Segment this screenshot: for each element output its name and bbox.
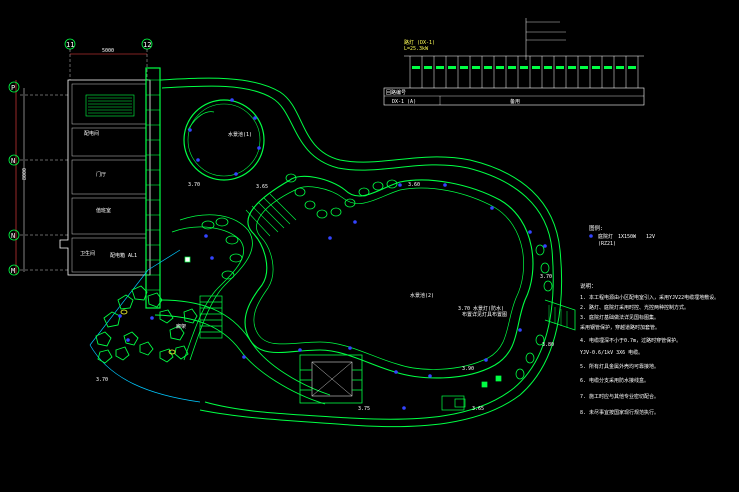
elev-label-9: 3.70 [96,377,108,383]
symbol-legend-spec: 1X150W [618,234,637,240]
note-line-10: 8. 未尽事宜按国家现行规范执行。 [580,409,659,416]
note-line-7: 5. 所有灯具金属外壳均可靠接地。 [580,363,659,370]
note-line-8: 6. 电缆分支采用防水接线盒。 [580,377,649,384]
symbol-legend: 图例: 庭院灯 1X150W 12V (RZ21) [589,224,655,247]
circuit-table-left: DX-1 (A) [392,99,416,105]
circuit-subtitle: L=25.3kW [404,46,429,52]
stepping-stones [201,173,553,380]
note-line-1: 1. 本工程电源由小区配电室引入，采用YJV22电缆埋地敷设。 [580,294,719,301]
axis-label-n2: N [11,232,15,240]
circuit-table-header: 回路编号 [386,89,406,96]
symbol-legend-title: 图例: [589,224,603,232]
room-label-1: 配电间 [84,130,99,137]
note-line-6: YJV-0.6/1kV 3X6 电缆。 [580,349,643,356]
note-line-2: 2. 路灯、庭院灯采用时控、光控两种控制方式。 [580,304,689,311]
note-line-3: 3. 庭院灯基础做法详见国标图集。 [580,314,659,321]
axis-bubble-p [8,81,20,93]
circuit-diagram: 路灯 (DX-1) L=25.3kW [383,18,645,106]
elev-label-2: 3.65 [256,184,268,190]
elev-label-3: 3.60 [408,182,420,188]
building-room-labels: 配电间 门厅 值班室 卫生间 配电箱 AL1 [80,130,137,259]
rock-cluster [95,285,198,364]
axis-grid: P N N M 8000 11 12 5000 [8,38,153,276]
axis-label-11: 11 [66,41,74,49]
note-line-9: 7. 施工时应与其他专业密切配合。 [580,393,659,400]
terrace-steps [245,193,297,237]
label-pool-main: 水景池(2) [410,292,434,299]
room-label-3: 值班室 [96,207,111,214]
elev-label-5: 3.80 [542,342,554,348]
elev-label-7: 3.75 [358,406,370,412]
dim-left: 8000 [22,168,28,180]
building-plan [59,67,161,309]
rock-highlights [120,309,176,355]
room-label-5: 配电箱 AL1 [110,252,137,259]
room-label-4: 卫生间 [80,250,95,257]
plan-label-group: 水景池(1) 水景池(2) 3.70 水景灯(防水) 布置详见灯具布置图 廊架 … [96,131,554,412]
label-main-note2: 布置详见灯具布置图 [462,311,507,318]
note-line-5: 4. 电缆埋深不小于0.7m，过路时穿管保护。 [580,337,681,344]
note-line-4: 采用钢管保护，穿越道路时加套管。 [580,324,660,331]
elev-label-4: 3.70 [540,274,552,280]
axis-bubble-m [8,264,20,276]
notes-block: 说明： 1. 本工程电源由小区配电室引入，采用YJV22电缆埋地敷设。 2. 路… [580,282,719,416]
small-features [184,256,502,411]
elev-label-8: 3.65 [472,406,484,412]
lamp-points [118,98,593,410]
pergola [299,354,363,404]
axis-label-m: M [11,267,15,275]
axis-label-n1: N [11,157,15,165]
legend-lamp-dot [589,234,593,238]
room-label-2: 门厅 [96,171,106,178]
axis-bubble-n1 [8,154,20,166]
axis-label-12: 12 [143,41,151,49]
elev-label-1: 3.70 [188,182,200,188]
label-pergola: 廊架 [176,323,186,330]
axis-label-p: P [11,84,15,92]
elev-label-6: 3.90 [462,366,474,372]
footbridge [199,295,223,339]
symbol-legend-code: (RZ21) [598,241,616,247]
symbol-legend-volt: 12V [646,234,655,240]
axis-bubble-n2 [8,229,20,241]
notes-heading: 说明： [580,282,597,290]
label-main-note1: 3.70 水景灯(防水) [458,305,504,312]
symbol-legend-item: 庭院灯 [598,233,613,240]
circuit-title: 路灯 (DX-1) [404,39,435,46]
dim-top: 5000 [102,48,114,54]
site-outlines [89,77,576,428]
label-pool-left: 水景池(1) [228,131,252,138]
circuit-table-right: 备用 [510,98,520,105]
